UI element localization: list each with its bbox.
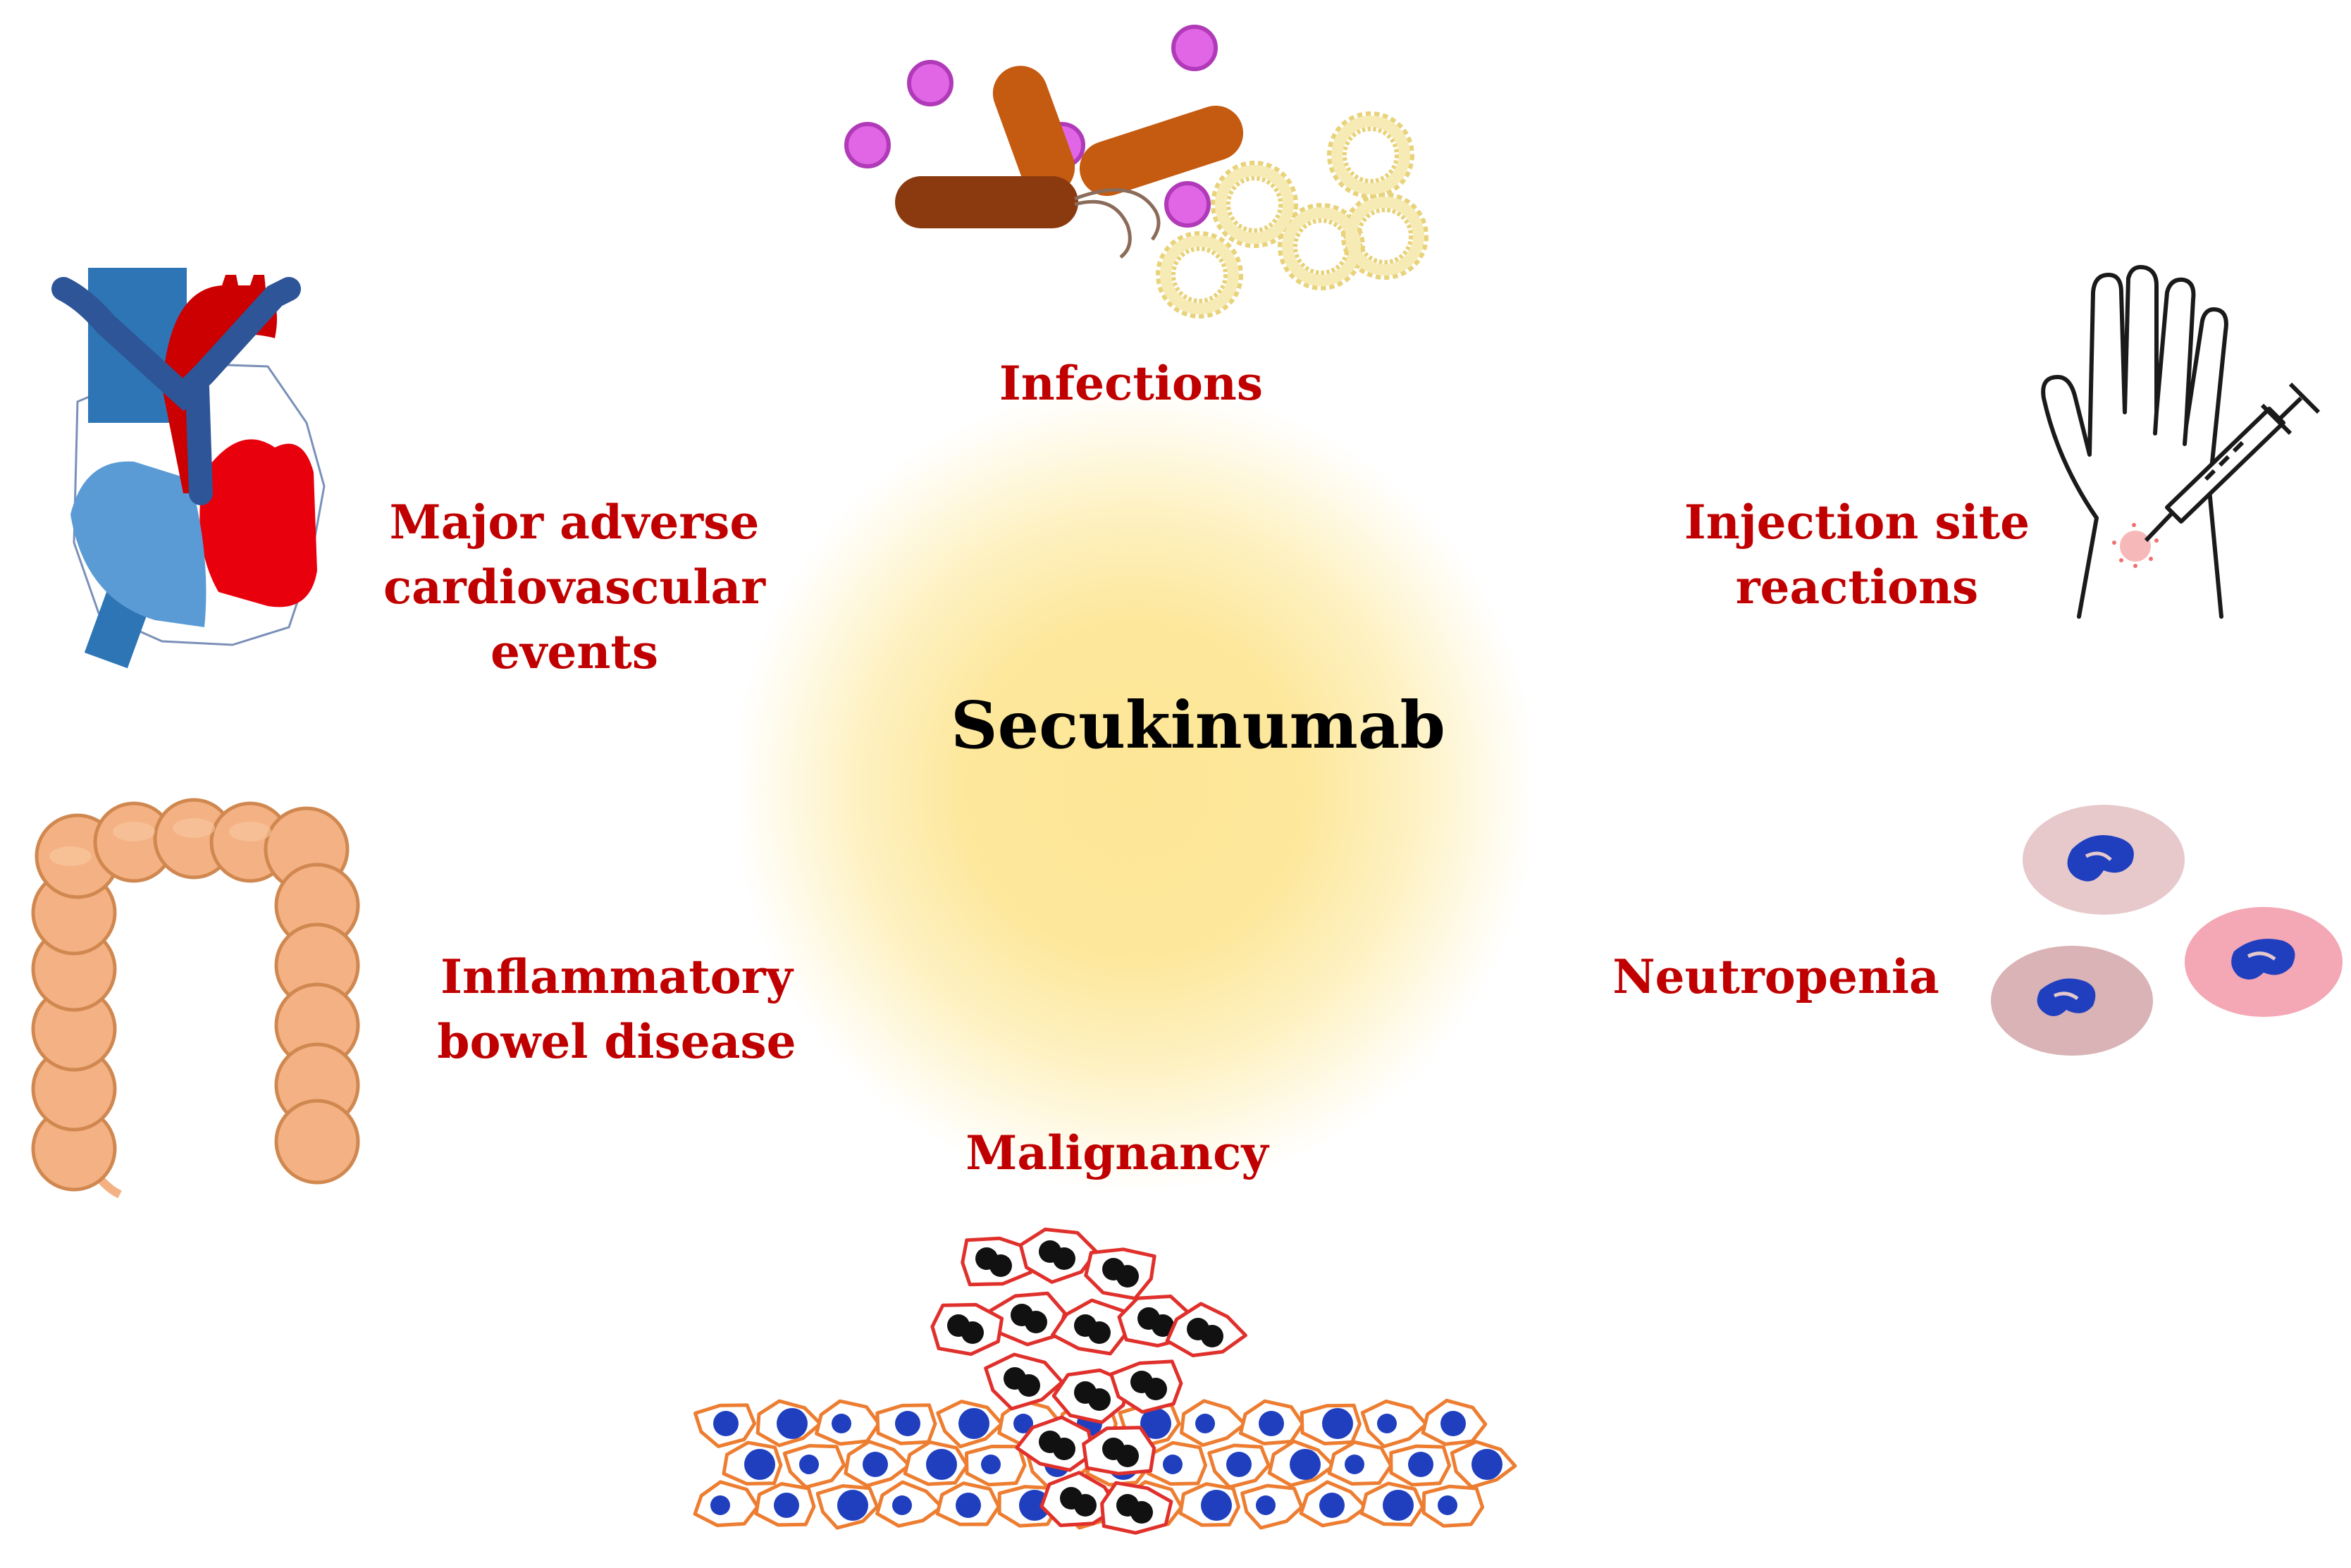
normal-cell-nucleus [1471,1449,1502,1480]
label-mace-line-1: Major adverse [389,495,760,550]
label-injection-site: Injection site reactions [1649,490,2065,619]
colon-icon [31,798,360,1199]
normal-cell-nucleus [981,1455,1001,1474]
normal-cell-nucleus [958,1408,989,1439]
normal-cell-nucleus [1319,1493,1345,1518]
normal-cell-nucleus [1201,1490,1232,1521]
normal-cell-nucleus [1383,1490,1414,1521]
normal-cell-nucleus [710,1495,730,1515]
label-malignancy: Malignancy [902,1121,1332,1185]
normal-cell-nucleus [926,1449,957,1480]
tumor-cell-nucleus [1053,1438,1075,1460]
normal-cell-nucleus [832,1414,851,1433]
normal-cell-nucleus [1163,1455,1183,1474]
normal-cell-nucleus [1259,1411,1284,1436]
normal-cell-nucleus [1408,1452,1433,1477]
label-mace-line-2: cardiovascular [383,560,766,615]
neutrophil-cells-icon [1991,805,2343,1056]
label-neutropenia-line-1: Neutropenia [1612,949,1939,1004]
normal-cell-nucleus [1377,1414,1397,1433]
label-neutropenia: Neutropenia [1572,944,1980,1009]
normal-cell-nucleus [799,1455,819,1474]
tumor-cell-nucleus [1116,1445,1139,1467]
normal-cell-nucleus [837,1490,868,1521]
normal-cell-nucleus [895,1411,920,1436]
normal-cell-nucleus [774,1493,799,1518]
normal-cell-nucleus [863,1452,888,1477]
label-mace-line-3: events [490,624,658,679]
label-injection-site-line-2: reactions [1735,560,1979,615]
label-ibd-line-1: Inflammatory [440,949,793,1004]
normal-cell-nucleus [1140,1408,1171,1439]
microbes-icon [844,25,1429,319]
tumor-cell-nucleus [1201,1325,1223,1347]
tumor-cell-nucleus [1088,1388,1111,1411]
normal-cell-nucleus [956,1493,981,1518]
normal-cell-nucleus [744,1449,775,1480]
normal-cell-nucleus [1290,1449,1321,1480]
normal-cell-nucleus [1226,1452,1252,1477]
label-infections: Infections [923,351,1339,416]
tumor-cell-nucleus [1144,1378,1167,1400]
tumor-cell-nucleus [1018,1374,1040,1397]
label-mace: Major adverse cardiovascular events [374,490,775,684]
normal-cell-nucleus [1440,1411,1466,1436]
normal-cell-nucleus [1438,1495,1457,1515]
normal-cell-nucleus [1013,1414,1033,1433]
normal-cell-nucleus [777,1408,808,1439]
normal-cell-nucleus [1322,1408,1353,1439]
tumor-cells-icon [693,1228,1517,1535]
tumor-cell-nucleus [1025,1311,1047,1333]
hand-syringe-icon [2041,265,2321,619]
label-ibd-line-2: bowel disease [437,1014,796,1069]
label-ibd: Inflammatory bowel disease [405,944,828,1074]
tumor-cell-nucleus [1152,1314,1174,1337]
tumor-cell-nucleus [1130,1501,1153,1524]
center-title: Secukinumab [951,687,1445,763]
tumor-cell-nucleus [1088,1321,1111,1344]
normal-cell-nucleus [1195,1414,1215,1433]
label-malignancy-line-1: Malignancy [965,1125,1269,1180]
label-injection-site-line-1: Injection site [1684,495,2030,550]
normal-cell-nucleus [1256,1495,1276,1515]
tumor-cell-nucleus [1116,1265,1139,1288]
label-infections-line-1: Infections [999,356,1264,411]
tumor-cell-nucleus [1074,1494,1097,1517]
tumor-cell-nucleus [989,1254,1012,1277]
normal-cell-nucleus [1345,1455,1364,1474]
tumor-cell-nucleus [961,1321,984,1344]
heart-icon [51,268,326,669]
tumor-cell-nucleus [1053,1247,1075,1270]
normal-cell-nucleus [713,1411,739,1436]
center-glow [740,391,1529,1187]
normal-cell-nucleus [892,1495,912,1515]
normal-cell-nucleus [1019,1490,1050,1521]
